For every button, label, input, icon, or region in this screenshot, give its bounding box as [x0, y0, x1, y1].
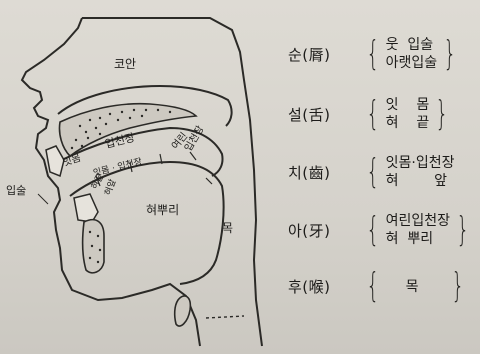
label-gums: 잇몸 — [61, 152, 82, 169]
brace-open: { — [366, 97, 379, 131]
lower-teeth — [74, 194, 98, 222]
brace-open: { — [366, 37, 379, 71]
brace-open: { — [366, 269, 379, 303]
articulator-list: 잇몸·입천장 혀 앞 — [386, 154, 455, 190]
brace-close: } — [456, 213, 469, 247]
articulator-item: 잇몸·입천장 — [386, 154, 455, 172]
brace-close: } — [444, 37, 457, 71]
brace-close: } — [451, 269, 464, 303]
articulator-item: 잇 몸 — [386, 96, 430, 114]
row-lingual: 설(舌) { 잇 몸 혀 끝 } — [288, 94, 453, 134]
articulator-item: 혀 앞 — [386, 172, 455, 190]
row-glottal: 후(喉) { 목 } — [288, 266, 468, 306]
articulator-item: 아랫입술 — [386, 54, 438, 72]
larynx — [175, 296, 191, 326]
articulator-list: 잇 몸 혀 끝 — [386, 96, 430, 132]
row-velar: 아(牙) { 여린입천장 혀 뿌리 } — [288, 210, 474, 250]
brace-open: { — [366, 155, 379, 189]
label-lips: 입술 — [6, 184, 26, 197]
upper-teeth — [46, 146, 64, 176]
articulator-item: 혀 뿌리 — [386, 230, 450, 248]
articulator-item: 목 — [386, 276, 445, 296]
label-nasal-cavity: 코안 — [114, 57, 136, 71]
articulator-list: 여린입천장 혀 뿌리 — [386, 212, 450, 248]
label-tongue-root: 혀뿌리 — [146, 203, 179, 217]
row-labial: 순(脣) { 웃 입술 아랫입술 } — [288, 34, 461, 74]
row-dental: 치(齒) { 잇몸·입천장 혀 앞 — [288, 152, 480, 192]
category-label: 설(舌) — [288, 104, 362, 125]
glottis-line — [206, 316, 244, 318]
articulator-item: 웃 입술 — [386, 36, 438, 54]
brace-close: } — [436, 97, 449, 131]
articulator-item: 혀 끝 — [386, 114, 430, 132]
articulator-item: 여린입천장 — [386, 212, 450, 230]
brace-open: { — [366, 213, 379, 247]
jaw-bone — [83, 220, 104, 273]
articulator-list: 웃 입술 아랫입술 — [386, 36, 438, 72]
category-label: 후(喉) — [288, 276, 362, 297]
category-label: 순(脣) — [288, 44, 362, 65]
category-label: 아(牙) — [288, 220, 362, 241]
category-label: 치(齒) — [288, 162, 362, 183]
lips-pointer — [38, 194, 48, 204]
label-throat: 목 — [222, 221, 233, 235]
